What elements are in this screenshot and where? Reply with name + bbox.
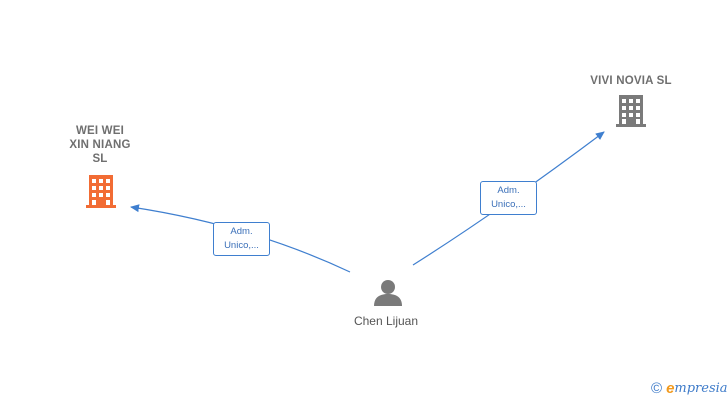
company-name-vivi-novia[interactable]: VIVI NOVIA SL [576, 74, 686, 88]
edge-label-line: Adm. [497, 185, 520, 196]
copyright-icon: © [651, 379, 663, 397]
company-name-wei-wei[interactable]: WEI WEI XIN NIANG SL [50, 124, 150, 166]
edge-label-wei-wei[interactable]: Adm. Unico,... [213, 222, 270, 256]
company-name-line: SL [92, 153, 108, 165]
brand-name: mpresia [674, 380, 728, 396]
company-name-line: WEI WEI [75, 125, 125, 137]
company-name-line: VIVI NOVIA SL [590, 75, 672, 87]
building-icon[interactable] [616, 95, 646, 127]
empresia-watermark: © e mpresia [651, 378, 728, 398]
person-name[interactable]: Chen Lijuan [353, 314, 419, 328]
person-icon[interactable] [374, 280, 402, 306]
edge-label-line: Adm. [230, 226, 253, 237]
edge-label-vivi-novia[interactable]: Adm. Unico,... [480, 181, 537, 215]
building-icon[interactable] [86, 175, 116, 208]
brand-initial: e [666, 379, 675, 397]
edge-label-line: Unico,... [491, 199, 526, 210]
company-name-line: XIN NIANG [69, 139, 131, 151]
edge-label-line: Unico,... [224, 240, 259, 251]
